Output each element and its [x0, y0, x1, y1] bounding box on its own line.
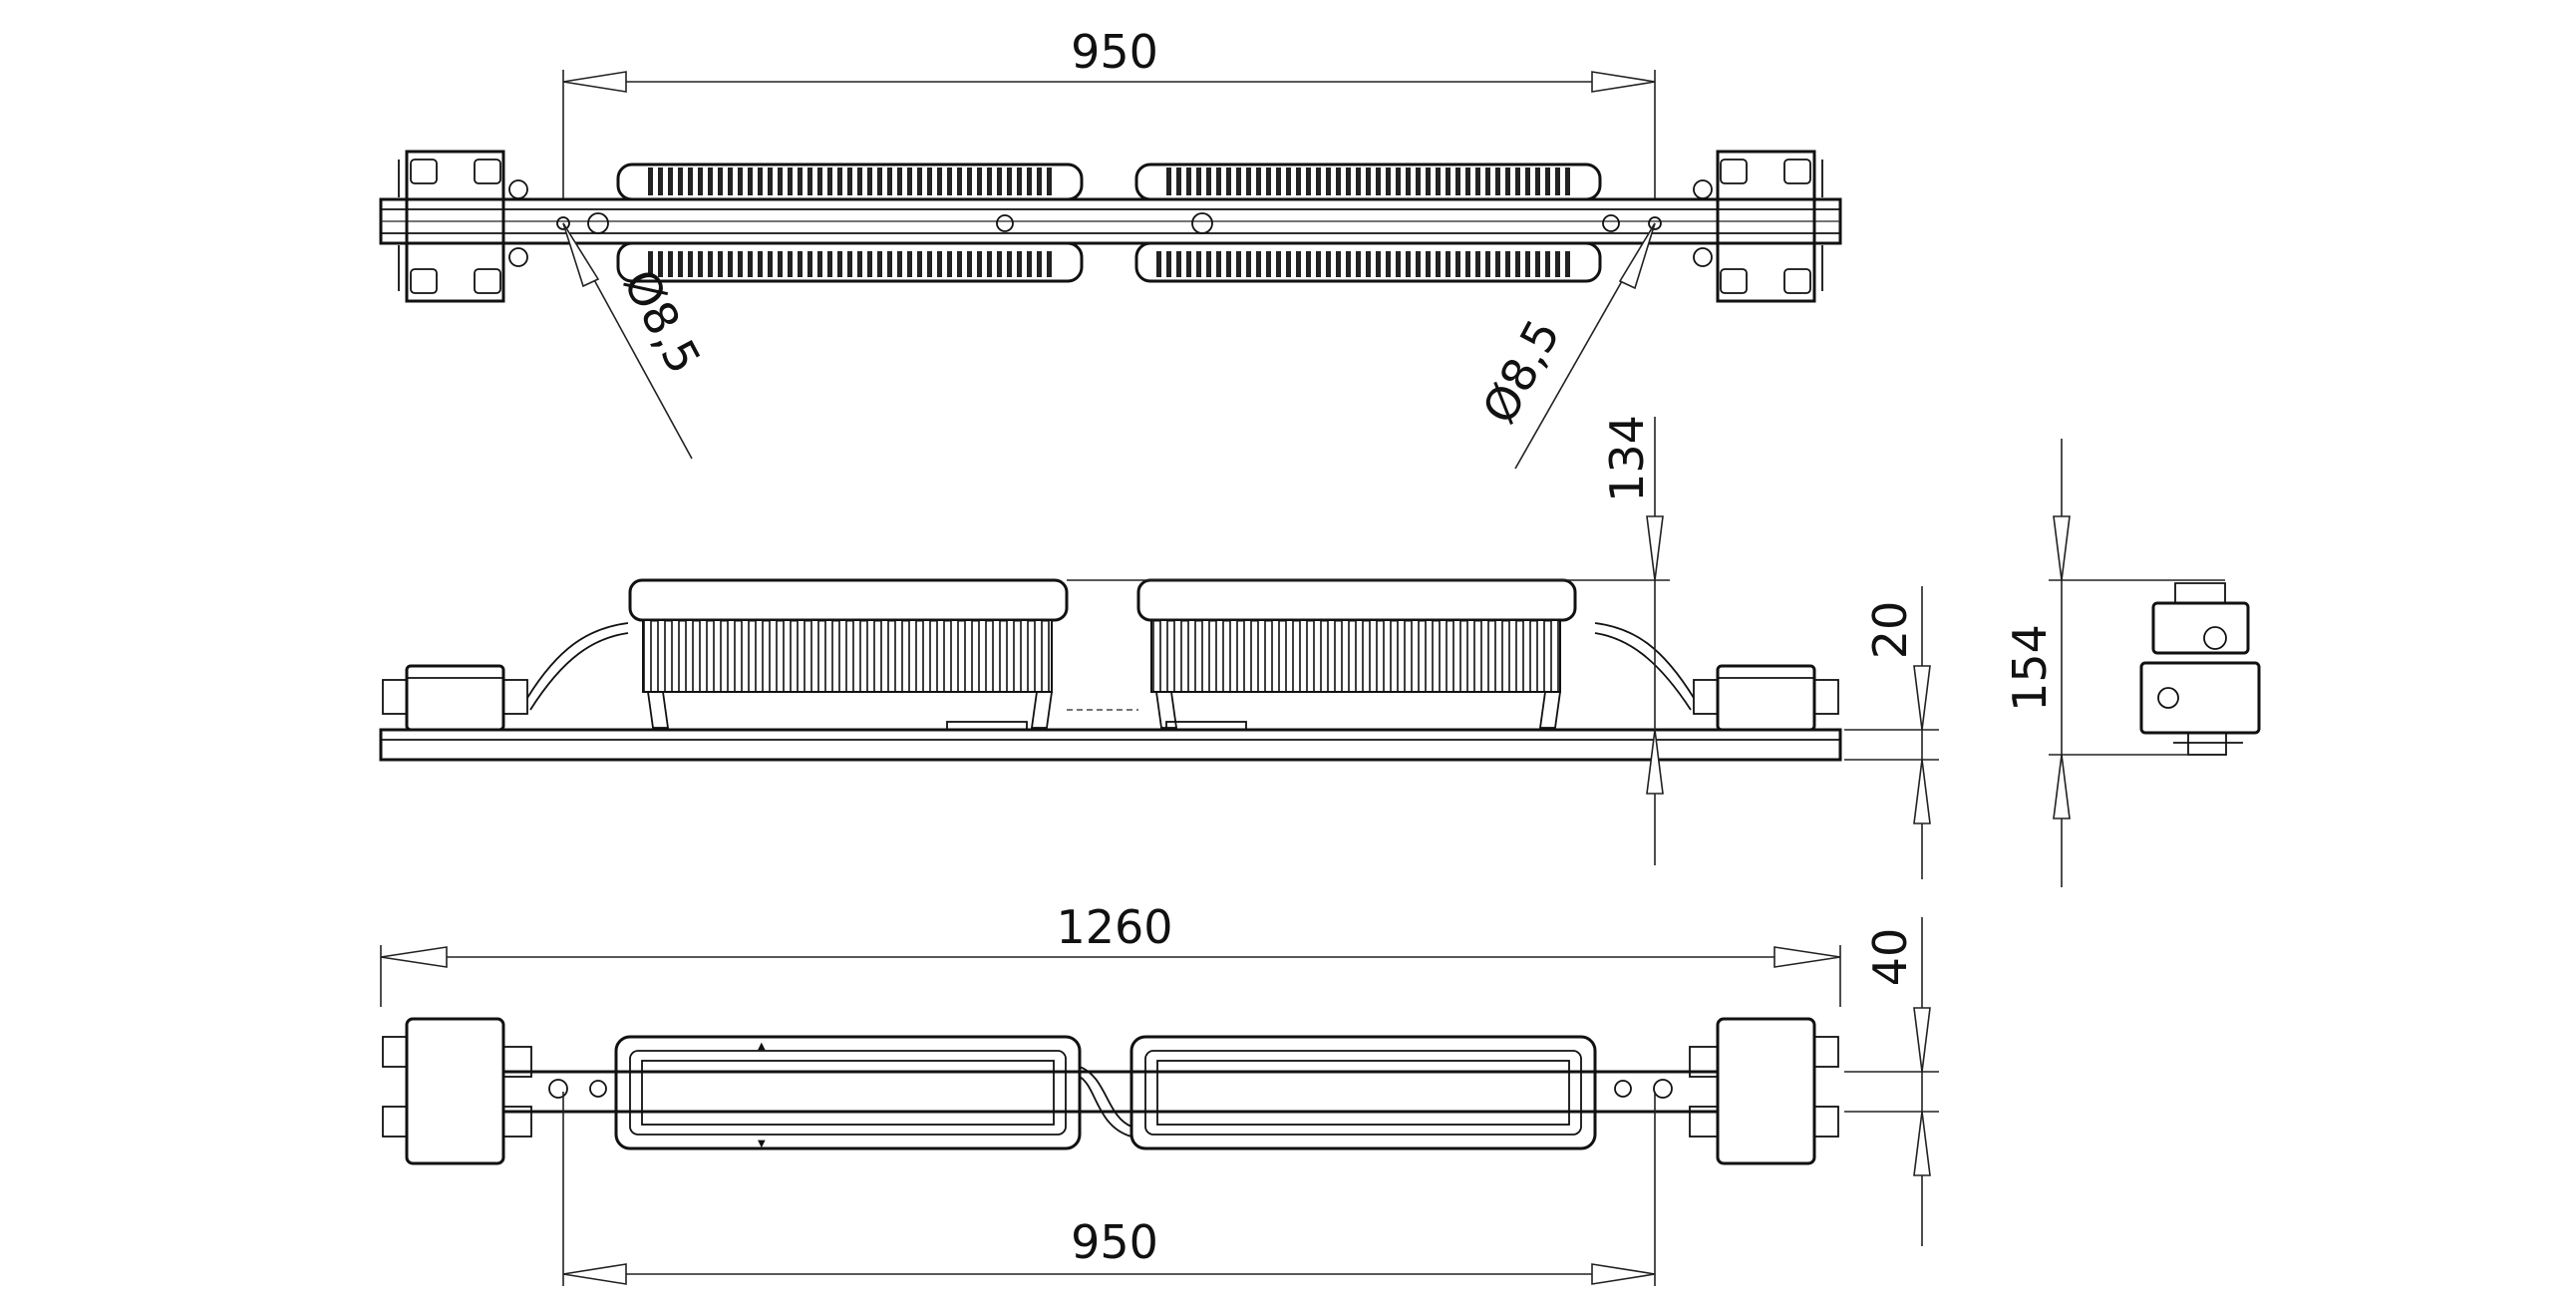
dim-top-span: 950 — [562, 25, 1656, 199]
dim-bottom-span-label: 950 — [1071, 1215, 1158, 1269]
dim-overall-length-label: 1260 — [1056, 900, 1172, 954]
dim-bracket-width-label: 40 — [1863, 928, 1917, 987]
top-right-lamp-module — [1134, 163, 1602, 283]
dim-base-thickness-label: 20 — [1863, 601, 1917, 660]
hole-right-label: Ø8,5 — [1471, 311, 1570, 433]
dim-base-thickness: 20 — [1844, 586, 1939, 879]
front-right-lamp-module — [1136, 578, 1577, 731]
bottom-view: 1260 ▲ ▼ — [380, 900, 1939, 1286]
front-left-junction-box — [382, 664, 528, 732]
bottom-right-junction-box — [1614, 1017, 1839, 1165]
front-left-lamp-module — [628, 578, 1069, 731]
front-base-plate — [379, 728, 1842, 762]
front-view: 134 20 — [379, 415, 1939, 879]
top-right-junction-box — [1693, 150, 1823, 303]
top-left-junction-box — [398, 150, 528, 303]
dim-top-span-label: 950 — [1071, 25, 1158, 79]
bottom-left-junction-box — [382, 1017, 607, 1165]
rail-bolts — [556, 212, 1662, 234]
dim-overall-length: 1260 — [380, 900, 1841, 1007]
side-view: 154 — [2003, 439, 2261, 887]
dim-overall-height-label: 134 — [1600, 415, 1654, 502]
svg-text:▲: ▲ — [758, 1041, 766, 1052]
bottom-right-lamp-module — [1129, 1035, 1597, 1150]
bottom-left-lamp-module: ▲ ▼ — [614, 1035, 1082, 1150]
dim-overall-height: 134 — [1067, 415, 1670, 865]
dim-bracket-width: 40 — [1844, 917, 1939, 1246]
front-right-junction-box — [1693, 664, 1839, 732]
top-rail — [379, 197, 1842, 245]
dim-bottom-span: 950 — [562, 1092, 1656, 1286]
dim-end-height: 154 — [2003, 439, 2225, 887]
svg-text:▼: ▼ — [758, 1139, 766, 1149]
top-left-lamp-module — [616, 163, 1084, 283]
top-view: 950 — [379, 25, 1842, 470]
hole-left-label: Ø8,5 — [613, 261, 712, 383]
dim-end-height-label: 154 — [2003, 624, 2057, 712]
